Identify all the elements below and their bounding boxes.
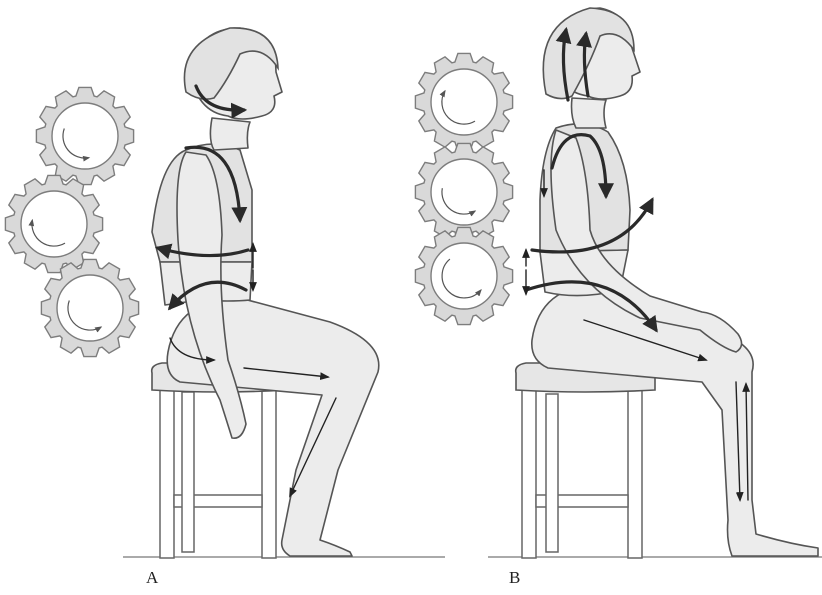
panel-label-b: B [509,568,520,588]
gear-icon [415,227,512,324]
gear-icon [41,259,138,356]
panel-a [5,28,445,558]
stool [516,363,656,558]
gear-icon [36,87,133,184]
gear-icon [415,53,512,150]
panel-b [415,8,822,558]
gear-icon [415,143,512,240]
panel-label-a: A [146,568,158,588]
gear-icon [5,175,102,272]
gear-group-b [415,53,512,324]
gear-group-a [5,87,138,356]
